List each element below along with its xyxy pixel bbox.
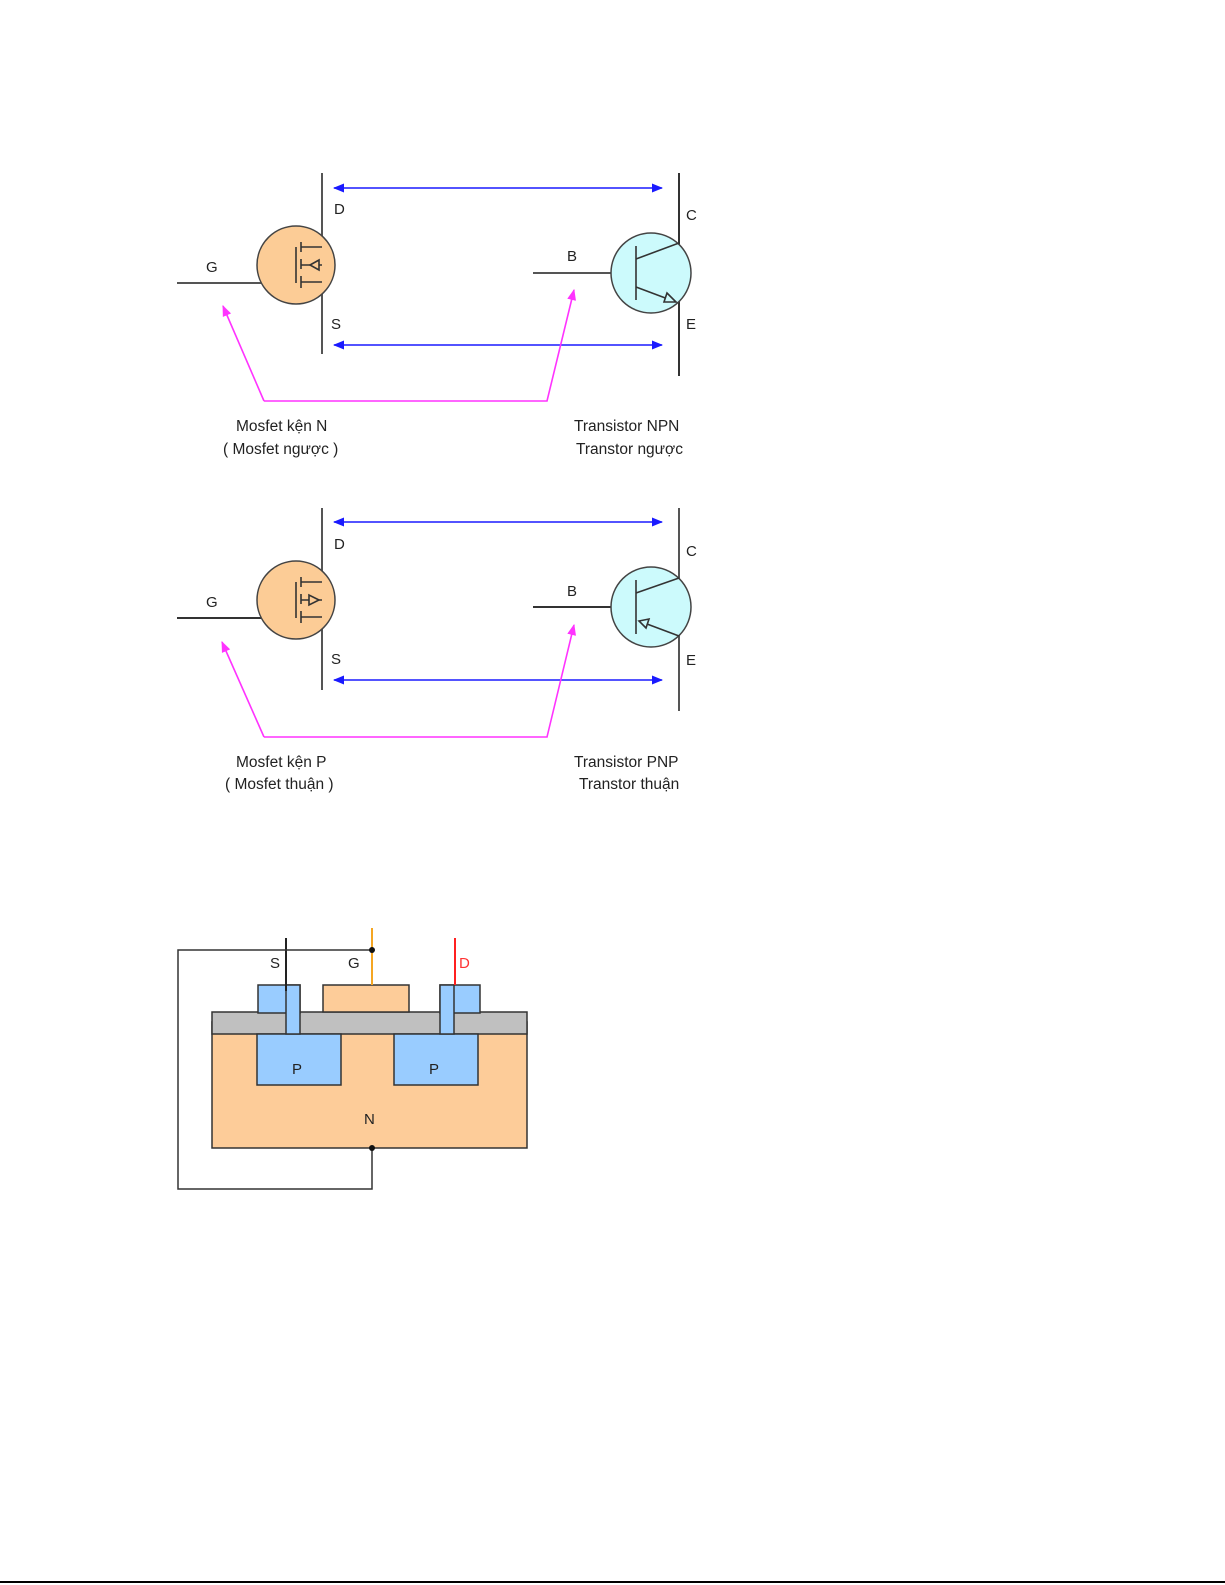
mosfet-caption-line2: ( Mosfet ngược ) xyxy=(223,441,338,458)
pmos-cross-section: S G D P P N xyxy=(177,928,528,1190)
diagram-nmos-npn: G D S B C E Mosfet kện N ( Mosfet ngược … xyxy=(177,173,697,458)
gate-electrode xyxy=(322,984,410,1013)
bjt-emitter-label: E xyxy=(686,316,696,333)
gate-base-mapping-left xyxy=(222,304,265,402)
oxide-layer xyxy=(211,1011,528,1035)
mosfet-gate-label: G xyxy=(206,594,218,611)
gate-label: G xyxy=(348,955,360,972)
bjt-caption-line2: Transtor ngược xyxy=(576,441,683,458)
nmos-symbol-icon xyxy=(295,242,322,288)
p-region-drain xyxy=(393,1033,479,1086)
bjt-caption-line2: Transtor thuận xyxy=(579,776,679,793)
bjt-base-label: B xyxy=(567,248,577,265)
drain-label: D xyxy=(459,955,470,972)
junction-dot-top xyxy=(369,947,375,953)
bjt-collector-label: C xyxy=(686,543,697,560)
page-bottom-rule xyxy=(0,1581,1225,1583)
gate-base-mapping-left xyxy=(221,640,265,738)
mosfet-drain-label: D xyxy=(334,201,345,218)
bjt-collector-label: C xyxy=(686,207,697,224)
bjt-emitter-label: E xyxy=(686,652,696,669)
mosfet-caption-line1: Mosfet kện N xyxy=(236,418,327,435)
pmos-symbol-icon xyxy=(295,577,322,623)
mosfet-gate-label: G xyxy=(206,259,218,276)
bjt-caption-line1: Transistor NPN xyxy=(574,418,679,435)
npn-symbol-icon xyxy=(635,242,680,303)
mosfet-source-label: S xyxy=(331,651,341,668)
mosfet-caption-line2: ( Mosfet thuận ) xyxy=(225,776,334,793)
drain-contact-via xyxy=(439,984,455,1035)
diagram-pmos-pnp: G D S B C E Mosfet kện P ( Mosfet thuận … xyxy=(177,508,697,793)
source-label: S xyxy=(270,955,280,972)
bjt-base-label: B xyxy=(567,583,577,600)
junction-dot-bottom xyxy=(369,1145,375,1151)
p-region-source-label: P xyxy=(292,1061,302,1078)
p-region-source xyxy=(256,1033,342,1086)
bjt-caption-line1: Transistor PNP xyxy=(574,754,679,771)
pnp-symbol-icon xyxy=(635,577,680,637)
mosfet-source-label: S xyxy=(331,316,341,333)
body-tie-wire xyxy=(177,949,373,1190)
bjt-symbol-circle xyxy=(610,232,692,314)
mosfet-drain-label: D xyxy=(334,536,345,553)
n-substrate-label: N xyxy=(364,1111,375,1128)
gate-base-mapping-line xyxy=(264,623,576,738)
gate-base-mapping-line xyxy=(264,288,576,402)
bjt-symbol-circle xyxy=(610,566,692,648)
mosfet-caption-line1: Mosfet kện P xyxy=(236,754,326,771)
p-region-drain-label: P xyxy=(429,1061,439,1078)
source-contact-via xyxy=(285,984,301,1035)
